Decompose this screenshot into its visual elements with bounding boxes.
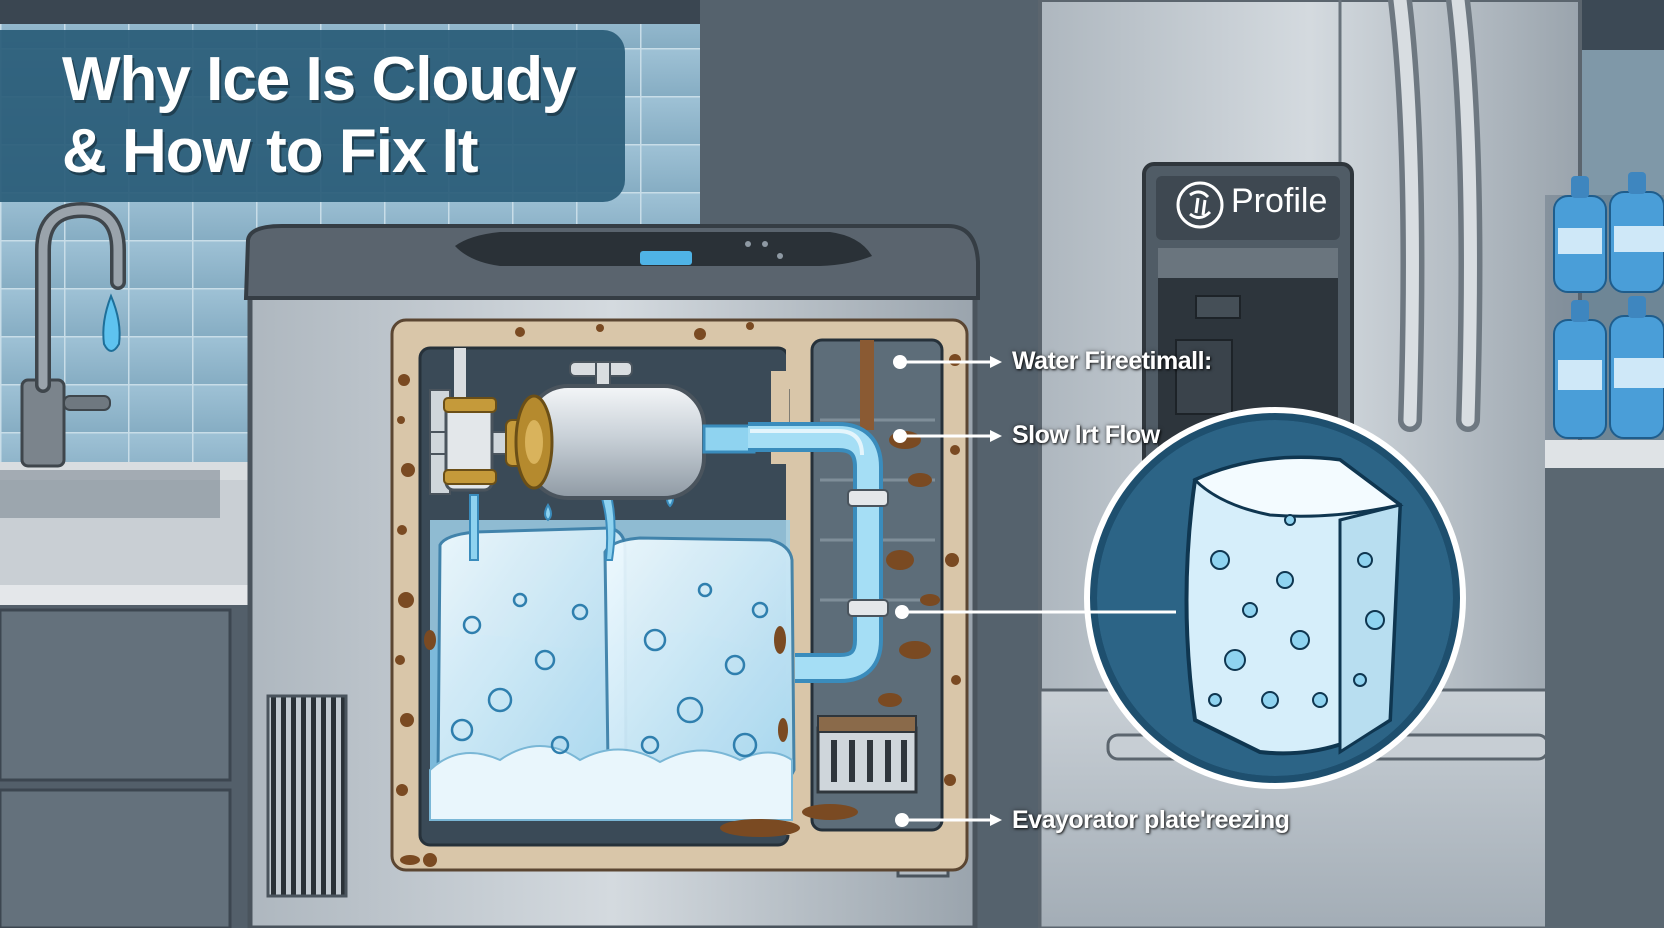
vent-grille <box>266 694 348 898</box>
control-display <box>640 251 692 265</box>
zoom-inset <box>1084 407 1466 789</box>
water-pipe <box>748 422 889 683</box>
evaporator-plate <box>816 715 918 794</box>
water-bottles <box>1545 172 1664 928</box>
callout-label-slow-flow: Slow lrt Flow <box>1012 421 1160 449</box>
grime-deposits <box>395 322 961 867</box>
callout-label-water-filter: Water Fireetimall: <box>1012 347 1212 375</box>
callout-lines <box>893 355 1176 827</box>
ice-cubes <box>429 526 796 821</box>
ge-logo-icon <box>1176 181 1224 229</box>
callout-label-evaporator: Evayorator plate'reezing <box>1012 806 1290 834</box>
title-line-2: & How to Fix It <box>62 117 479 186</box>
fridge-brand-label: Profile <box>1231 182 1328 220</box>
title-line-1: Why Ice Is Cloudy <box>62 45 577 114</box>
water-filter <box>429 348 756 500</box>
title-panel <box>0 30 625 202</box>
faucet-icon <box>20 201 126 468</box>
